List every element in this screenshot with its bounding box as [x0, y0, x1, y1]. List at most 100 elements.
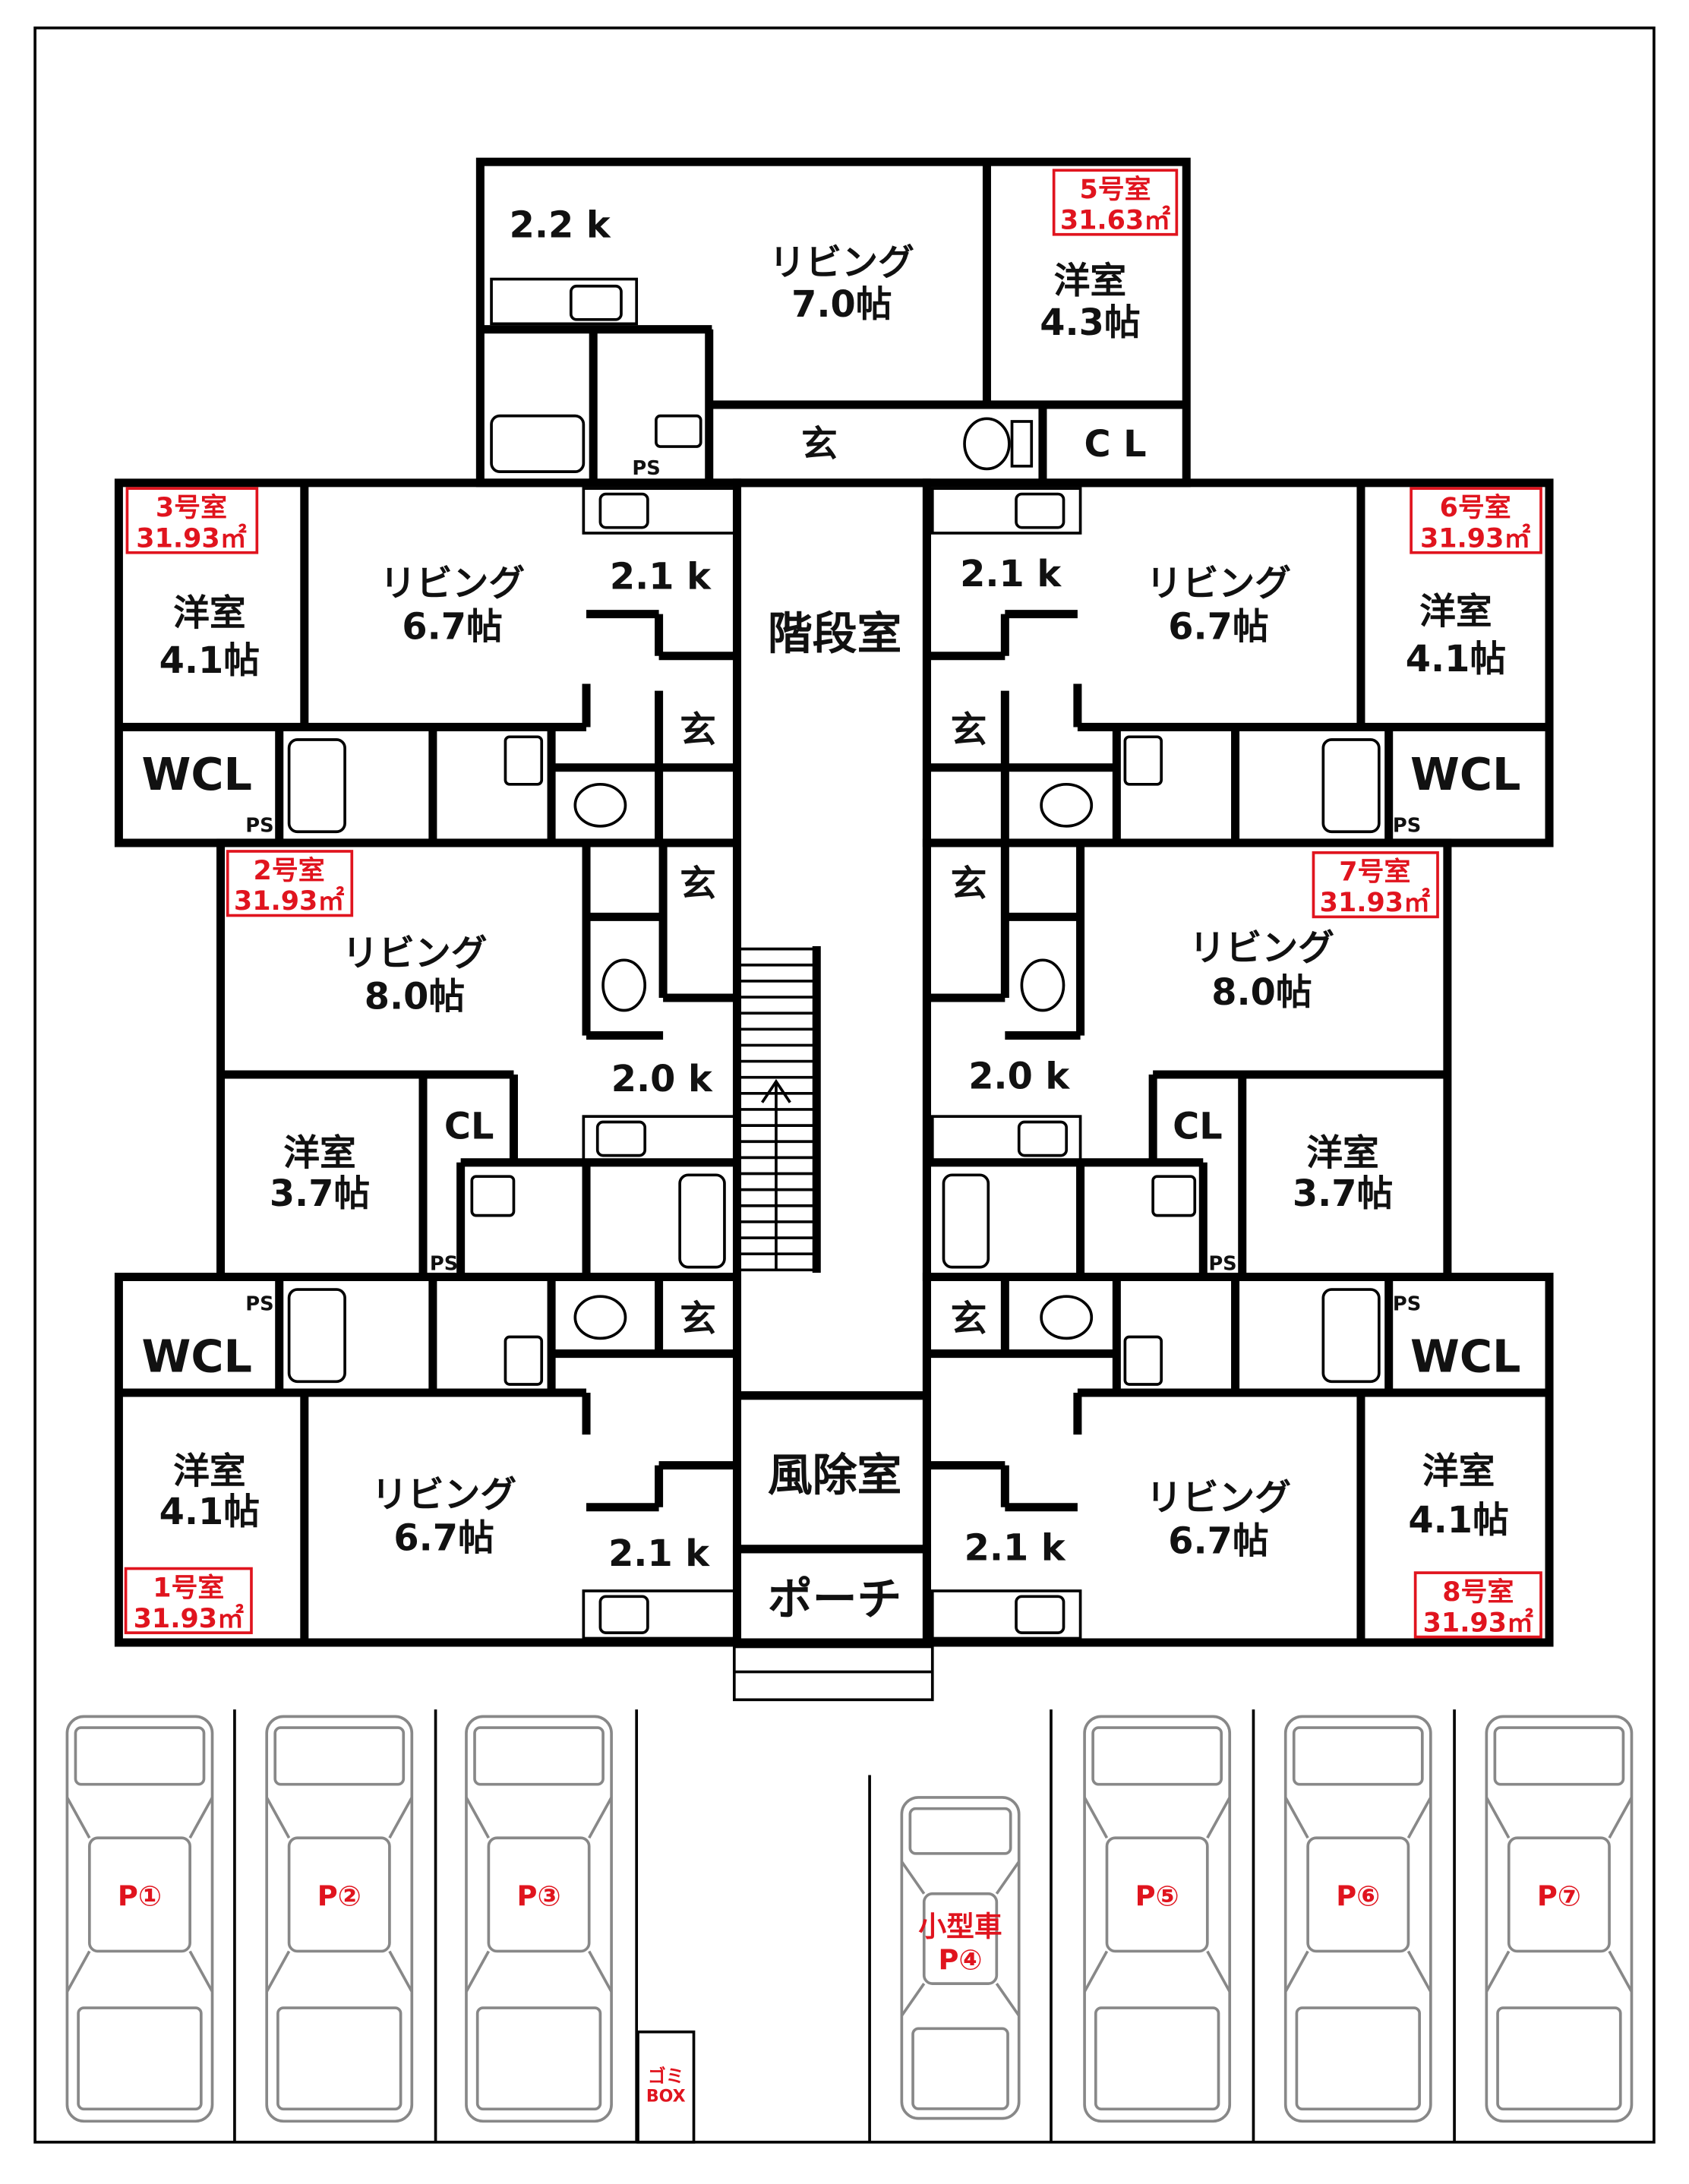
- kitchen-label: 2.1 k: [610, 557, 712, 598]
- wcl-label: WCL: [142, 1330, 252, 1382]
- closet-label: C L: [1084, 424, 1146, 466]
- closet-label: CL: [1173, 1106, 1223, 1148]
- parking-label: P⑦: [1537, 1880, 1581, 1913]
- entrance-label: 玄: [801, 424, 838, 466]
- entrance-label: 玄: [951, 863, 987, 905]
- unit-area: 31.93㎡: [1423, 1607, 1533, 1638]
- parking-space-car: P②: [265, 1715, 414, 2123]
- kitchen-label: 2.1 k: [964, 1528, 1066, 1570]
- room-label: 洋室: [173, 592, 246, 634]
- room-label: 洋室: [1419, 591, 1492, 633]
- unit-3: リビング 6.7帖 2.1 k 洋室 4.1帖 WCL PS 玄 3号室 31.…: [114, 478, 742, 847]
- parking-note: 小型車: [918, 1910, 1002, 1943]
- room-size: 4.1帖: [1406, 639, 1506, 680]
- room-label: 洋室: [173, 1450, 246, 1492]
- unit-number: 6号室: [1440, 492, 1511, 523]
- unit-6: リビング 6.7帖 2.1 k 洋室 4.1帖 WCL PS 玄 6号室 31.…: [922, 478, 1554, 847]
- room-label: 洋室: [1054, 260, 1127, 302]
- living-size: 6.7帖: [1168, 1520, 1268, 1562]
- parking-label: P⑥: [1336, 1880, 1380, 1913]
- parking-label: P①: [118, 1880, 162, 1913]
- unit-5: 2.2 k リビング 7.0帖 洋室 4.3帖 玄 C L PS 5号室 31.…: [475, 157, 1191, 488]
- unit-area: 31.93㎡: [1320, 887, 1430, 918]
- living-label: リビング: [342, 933, 487, 975]
- unit-number: 8号室: [1442, 1576, 1514, 1608]
- unit-area: 31.63㎡: [1060, 204, 1170, 235]
- ps-label: PS: [632, 457, 660, 480]
- living-label: リビング: [371, 1475, 516, 1516]
- windbreak-label: 風除室: [768, 1449, 901, 1501]
- unit-number: 7号室: [1339, 857, 1410, 888]
- room-size: 4.3帖: [1040, 302, 1140, 344]
- ps-label: PS: [1393, 1293, 1421, 1316]
- room-label: 洋室: [1306, 1132, 1379, 1174]
- parking-space-car: P③: [465, 1715, 613, 2123]
- garbage-label: ゴミ: [648, 2066, 684, 2087]
- unit-number: 3号室: [156, 492, 227, 523]
- entrance-label: 玄: [951, 1299, 987, 1340]
- kitchen-label: 2.2 k: [510, 204, 611, 246]
- kitchen-label: 2.0 k: [968, 1056, 1070, 1097]
- ps-label: PS: [1393, 814, 1421, 837]
- ps-label: PS: [1208, 1252, 1236, 1275]
- unit-area: 31.93㎡: [1420, 522, 1530, 554]
- unit-1: リビング 6.7帖 2.1 k 洋室 4.1帖 WCL PS 玄 1号室 31.…: [114, 1272, 742, 1647]
- living-size: 7.0帖: [791, 284, 892, 326]
- room-size: 4.1帖: [1408, 1500, 1508, 1542]
- unit-area: 31.93㎡: [136, 522, 246, 554]
- kitchen-label: 2.1 k: [608, 1533, 710, 1575]
- unit-number: 5号室: [1079, 174, 1151, 205]
- living-label: リビング: [380, 563, 525, 605]
- room-size: 3.7帖: [1293, 1173, 1393, 1215]
- living-size: 6.7帖: [402, 607, 502, 649]
- unit-2: リビング 8.0帖 2.0 k 洋室 3.7帖 CL PS 玄 2号室 31.9…: [216, 838, 742, 1282]
- parking-label: P②: [317, 1880, 361, 1913]
- entrance-label: 玄: [680, 863, 716, 905]
- living-label: リビング: [1146, 1477, 1291, 1519]
- living-label: リビング: [1189, 927, 1334, 969]
- kitchen-label: 2.1 k: [960, 554, 1062, 595]
- entrance-label: 玄: [680, 710, 716, 752]
- wcl-label: WCL: [1410, 748, 1520, 800]
- ps-label: PS: [245, 1293, 273, 1316]
- parking-space-car: P⑥: [1283, 1715, 1432, 2123]
- parking-space-car: P①: [65, 1715, 214, 2123]
- staircase: [740, 945, 821, 1273]
- unit-7: リビング 8.0帖 2.0 k 洋室 3.7帖 CL PS 玄 7号室 31.9…: [922, 838, 1452, 1282]
- unit-number: 1号室: [153, 1572, 224, 1603]
- stair-hall: 階段室 風除室 ポーチ: [732, 478, 934, 1702]
- unit-area: 31.93㎡: [234, 885, 344, 917]
- porch-label: ポーチ: [768, 1573, 901, 1625]
- parking-label: P⑤: [1135, 1880, 1179, 1913]
- room-size: 3.7帖: [270, 1173, 370, 1215]
- wcl-label: WCL: [1410, 1330, 1520, 1382]
- living-size: 8.0帖: [1211, 972, 1312, 1014]
- living-size: 6.7帖: [1168, 607, 1268, 649]
- unit-8: リビング 6.7帖 2.1 k 洋室 4.1帖 WCL PS 玄 8号室 31.…: [922, 1272, 1554, 1647]
- parking-space-car: P⑦: [1485, 1715, 1634, 2123]
- room-label: 洋室: [1422, 1450, 1495, 1492]
- unit-area: 31.93㎡: [134, 1603, 244, 1634]
- garbage-label-box: BOX: [646, 2088, 686, 2107]
- stairs-label: 階段室: [768, 608, 901, 660]
- parking-space-car: P⑤: [1083, 1715, 1232, 2123]
- ps-label: PS: [245, 814, 273, 837]
- room-label: 洋室: [283, 1132, 356, 1174]
- closet-label: CL: [444, 1106, 494, 1148]
- garbage-box: [636, 2030, 696, 2144]
- entrance-label: 玄: [951, 710, 987, 752]
- parking-label: P④: [938, 1943, 982, 1976]
- living-size: 8.0帖: [365, 977, 465, 1018]
- parking-label: P③: [517, 1880, 561, 1913]
- unit-number: 2号室: [254, 855, 325, 886]
- living-size: 6.7帖: [393, 1518, 494, 1560]
- living-label: リビング: [1146, 563, 1291, 605]
- room-size: 4.1帖: [159, 640, 260, 682]
- ps-label: PS: [430, 1252, 458, 1275]
- room-size: 4.1帖: [159, 1491, 260, 1533]
- wcl-label: WCL: [142, 748, 252, 800]
- entrance-label: 玄: [680, 1299, 716, 1340]
